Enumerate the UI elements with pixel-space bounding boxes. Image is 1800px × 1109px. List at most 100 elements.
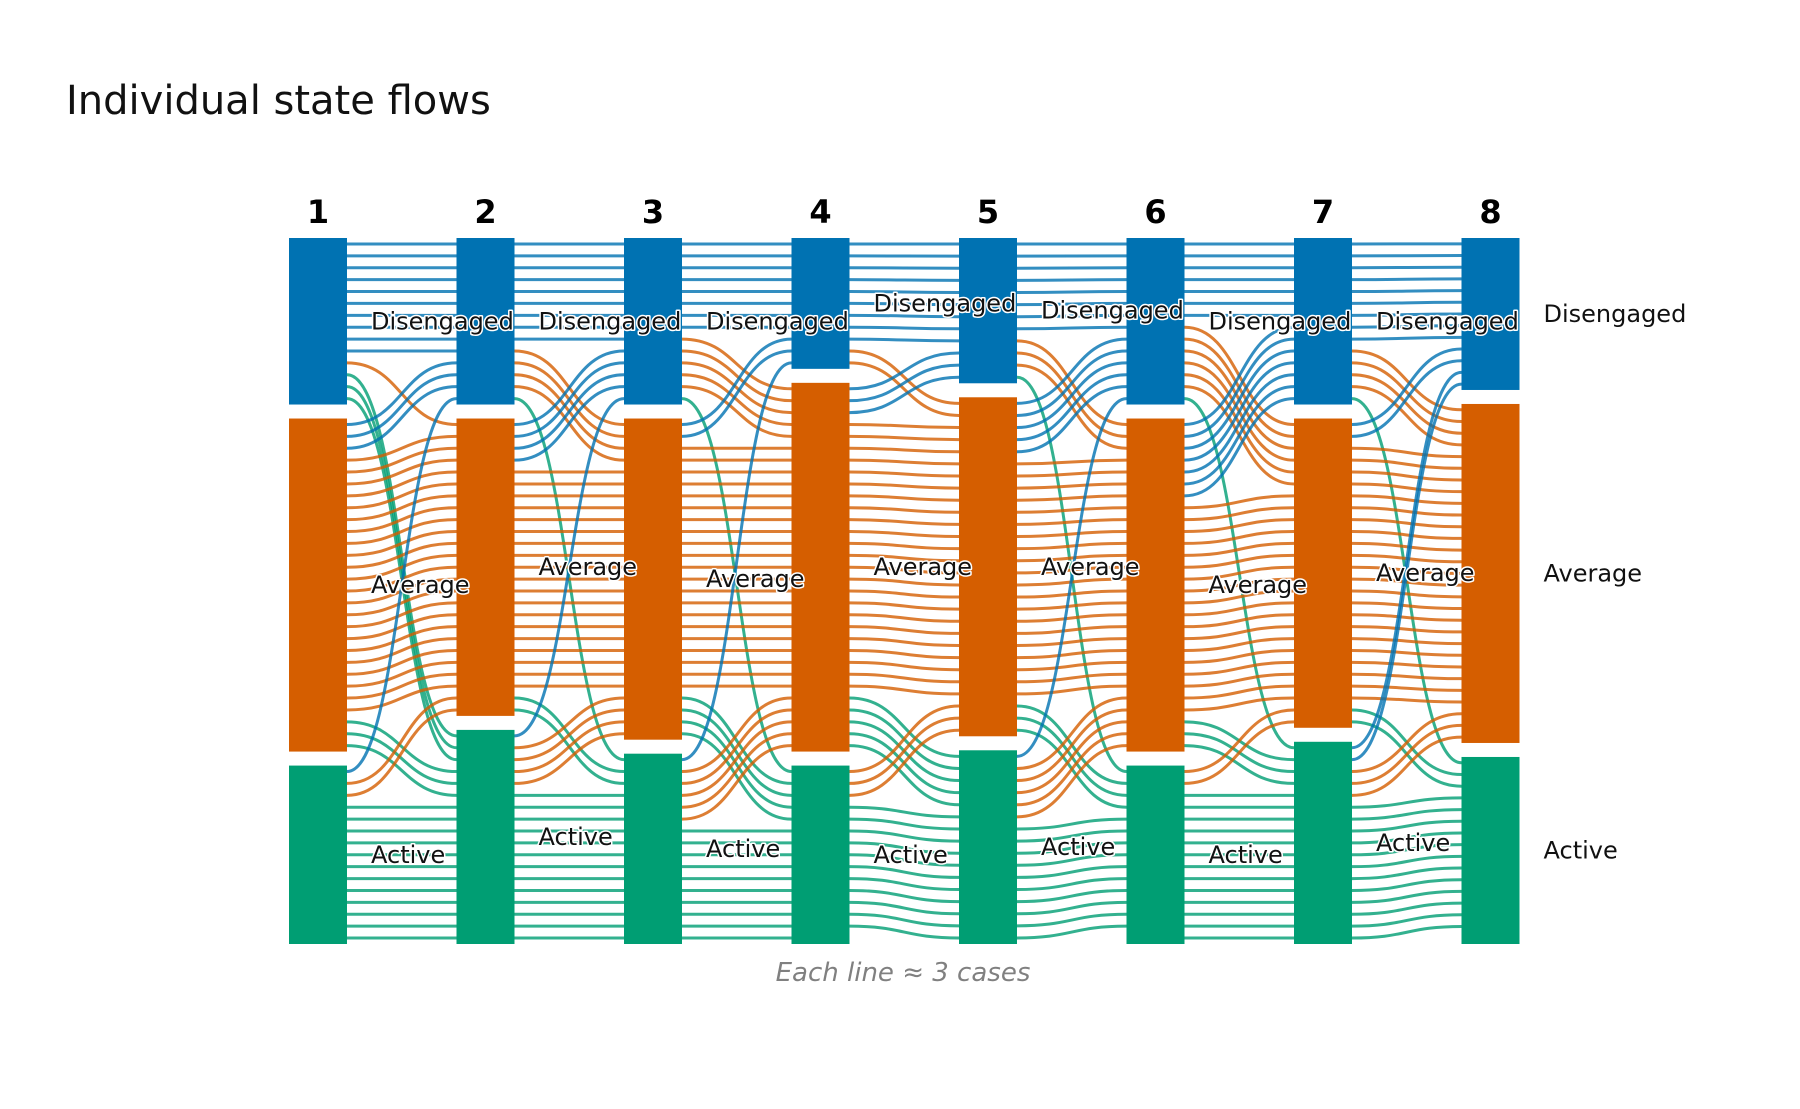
bar-active-t1: [289, 766, 347, 944]
flow-line-5-6-average-to-average: [1017, 639, 1127, 646]
flow-line-7-8-active-to-average: [1352, 714, 1462, 772]
flow-line-4-5-average-to-average: [850, 484, 960, 488]
flow-line-5-6-average-to-average: [1017, 543, 1127, 548]
bar-average-t6: [1127, 419, 1185, 752]
flow-line-4-5-average-to-average: [850, 424, 960, 427]
flow-line-7-8-average-to-average: [1352, 591, 1462, 597]
flow-line-5-6-active-to-active: [1017, 867, 1127, 878]
time-point-label-1: 1: [307, 193, 329, 231]
flow-line-7-8-active-to-active: [1352, 868, 1462, 879]
flow-line-7-8-average-to-average: [1352, 460, 1462, 468]
flow-line-7-8-average-to-average: [1352, 496, 1462, 503]
flow-line-7-8-active-to-active: [1352, 903, 1462, 914]
bar-label-average-t5: Average: [1041, 553, 1140, 581]
bar-label-disengaged-t1: Disengaged: [371, 307, 514, 335]
flow-line-4-5-average-to-average: [850, 639, 960, 646]
time-point-label-8: 8: [1479, 193, 1501, 231]
flow-line-4-5-average-to-average: [850, 436, 960, 439]
flow-line-7-8-average-to-average: [1352, 686, 1462, 690]
legend-label-active: Active: [1544, 836, 1618, 864]
flow-line-7-8-active-to-active: [1352, 891, 1462, 902]
flow-line-7-8-average-to-average: [1352, 674, 1462, 678]
bar-active-t6: [1127, 766, 1185, 944]
bar-label-disengaged-t3: Disengaged: [706, 307, 849, 335]
flow-line-4-5-average-to-average: [850, 472, 960, 476]
flow-line-4-5-active-to-active: [850, 831, 960, 841]
flow-line-7-8-average-to-average: [1352, 639, 1462, 644]
flow-line-4-5-active-to-active: [850, 819, 960, 829]
flow-line-5-6-average-to-average: [1017, 460, 1127, 464]
bar-label-disengaged-t6: Disengaged: [1209, 307, 1352, 335]
flow-line-6-7-average-to-average: [1185, 543, 1295, 555]
flow-line-5-6-disengaged-to-disengaged: [1017, 268, 1127, 269]
flow-line-7-8-disengaged-to-disengaged: [1352, 302, 1462, 303]
flow-line-7-8-average-to-average: [1352, 472, 1462, 480]
flow-line-4-5-average-to-average: [850, 686, 960, 694]
flow-line-6-7-average-to-average: [1185, 615, 1295, 627]
flow-line-5-6-average-to-average: [1017, 615, 1127, 621]
flow-line-5-6-average-to-average: [1017, 496, 1127, 500]
flow-line-4-5-average-to-average: [850, 532, 960, 537]
flow-line-4-5-active-to-active: [850, 926, 960, 938]
bar-active-t7: [1294, 742, 1352, 944]
flow-line-4-5-disengaged-to-disengaged: [850, 339, 960, 341]
bar-active-t4: [792, 766, 850, 944]
bar-disengaged-t1: [289, 238, 347, 405]
flow-line-7-8-average-to-average: [1352, 543, 1462, 550]
flow-line-4-5-average-to-average: [850, 520, 960, 525]
flow-line-6-7-active-to-average: [1185, 710, 1295, 772]
time-point-label-4: 4: [809, 193, 831, 231]
flow-line-4-5-average-to-average: [850, 448, 960, 452]
bar-label-average-t1: Average: [371, 571, 470, 599]
flow-line-1-2-average-to-disengaged: [347, 375, 457, 437]
flow-line-5-6-average-to-average: [1017, 674, 1127, 682]
flow-line-4-5-average-to-average: [850, 662, 960, 669]
flow-line-6-7-average-to-average: [1185, 639, 1295, 651]
flow-line-7-8-disengaged-to-disengaged: [1352, 337, 1462, 339]
flow-line-5-6-average-to-average: [1017, 520, 1127, 525]
bar-label-active-t5: Active: [1041, 833, 1115, 861]
chart-title: Individual state flows: [66, 78, 491, 124]
flow-line-5-6-active-to-active: [1017, 902, 1127, 913]
flow-line-4-5-disengaged-to-disengaged: [850, 327, 960, 329]
flow-line-7-8-disengaged-to-disengaged: [1352, 291, 1462, 292]
flow-line-7-8-average-to-average: [1352, 448, 1462, 456]
bar-active-t2: [457, 730, 515, 944]
flow-line-7-8-disengaged-to-disengaged: [1352, 267, 1462, 268]
bar-label-disengaged-t2: Disengaged: [539, 307, 682, 335]
bar-label-disengaged-t4: Disengaged: [874, 289, 1017, 317]
flow-line-5-6-active-to-active: [1017, 819, 1127, 829]
flow-line-5-6-average-to-average: [1017, 484, 1127, 488]
flow-line-7-8-active-to-active: [1352, 810, 1462, 820]
bar-label-active-t3: Active: [706, 835, 780, 863]
bar-active-t5: [959, 750, 1017, 944]
flow-line-5-6-average-to-average: [1017, 650, 1127, 657]
flow-line-4-5-average-to-average: [850, 543, 960, 548]
flow-line-4-5-active-to-active: [850, 807, 960, 817]
flow-line-5-6-active-to-active: [1017, 890, 1127, 901]
flow-line-7-8-average-to-average: [1352, 603, 1462, 609]
flow-line-4-5-average-to-average: [850, 627, 960, 634]
bar-label-average-t3: Average: [706, 565, 805, 593]
bar-active-t3: [624, 754, 682, 944]
flow-line-4-5-average-to-average: [850, 508, 960, 513]
flow-line-7-8-average-to-average: [1352, 508, 1462, 515]
flow-line-7-8-average-to-average: [1352, 532, 1462, 539]
flow-line-5-6-average-to-average: [1017, 508, 1127, 513]
legend-label-average: Average: [1544, 559, 1643, 587]
flow-line-7-8-average-to-average: [1352, 484, 1462, 492]
bar-label-average-t6: Average: [1209, 571, 1308, 599]
time-point-label-7: 7: [1312, 193, 1334, 231]
flow-line-4-5-average-to-average: [850, 496, 960, 500]
flow-line-6-7-average-to-average: [1185, 603, 1295, 615]
flow-line-7-8-average-to-average: [1352, 698, 1462, 702]
state-bars: [289, 238, 1520, 944]
flow-line-5-6-average-to-average: [1017, 627, 1127, 634]
flow-line-4-5-average-to-average: [850, 591, 960, 597]
flow-line-4-5-active-to-active: [850, 879, 960, 890]
flow-line-6-7-average-to-average: [1185, 508, 1295, 520]
flow-line-4-5-average-to-average: [850, 674, 960, 682]
